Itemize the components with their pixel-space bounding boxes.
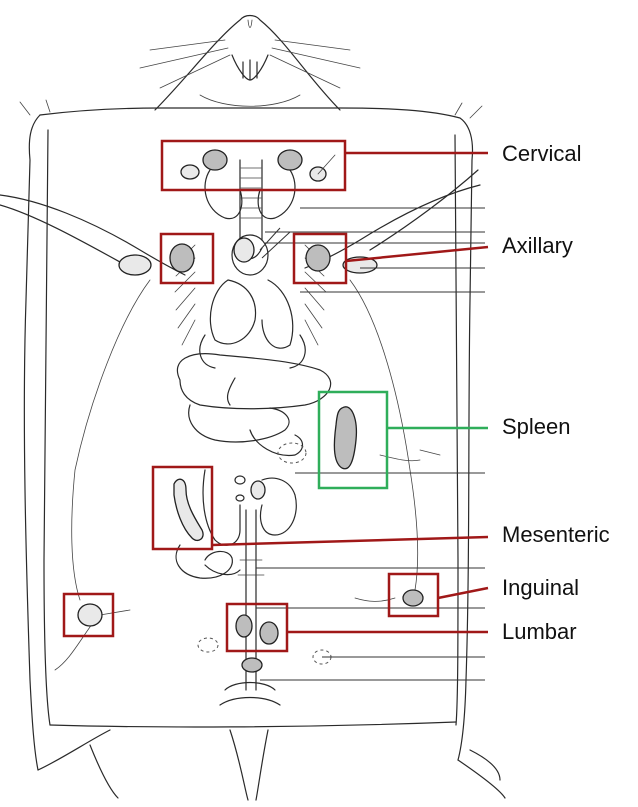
mouse-head — [140, 16, 360, 111]
label-inguinal: Inguinal — [502, 577, 579, 599]
lumbar-node-left — [236, 615, 252, 637]
inguinal-node-right — [403, 590, 423, 606]
reference-lines — [256, 208, 485, 680]
spleen-organ — [334, 407, 356, 469]
cervical-node-left-outer — [181, 165, 199, 179]
axillary-node-outer-left — [119, 255, 151, 275]
inguinal-node-left — [78, 604, 102, 626]
axillary-leader — [346, 247, 488, 261]
cervical-node-left — [203, 150, 227, 170]
thymus-node — [234, 238, 254, 262]
mesenteric-leader — [212, 537, 488, 545]
lumbar-node-right — [260, 622, 278, 644]
mesenteric-node — [174, 479, 203, 540]
lymph-nodes — [78, 150, 423, 644]
cervical-node-right — [278, 150, 302, 170]
highlight-boxes — [64, 141, 438, 651]
label-cervical: Cervical — [502, 143, 581, 165]
label-spleen: Spleen — [502, 416, 571, 438]
axillary-node-left — [170, 244, 194, 272]
axillary-node-right — [306, 245, 330, 271]
label-lumbar: Lumbar — [502, 621, 577, 643]
label-axillary: Axillary — [502, 235, 573, 257]
inguinal-leader — [438, 588, 488, 598]
label-mesenteric: Mesenteric — [502, 524, 610, 546]
